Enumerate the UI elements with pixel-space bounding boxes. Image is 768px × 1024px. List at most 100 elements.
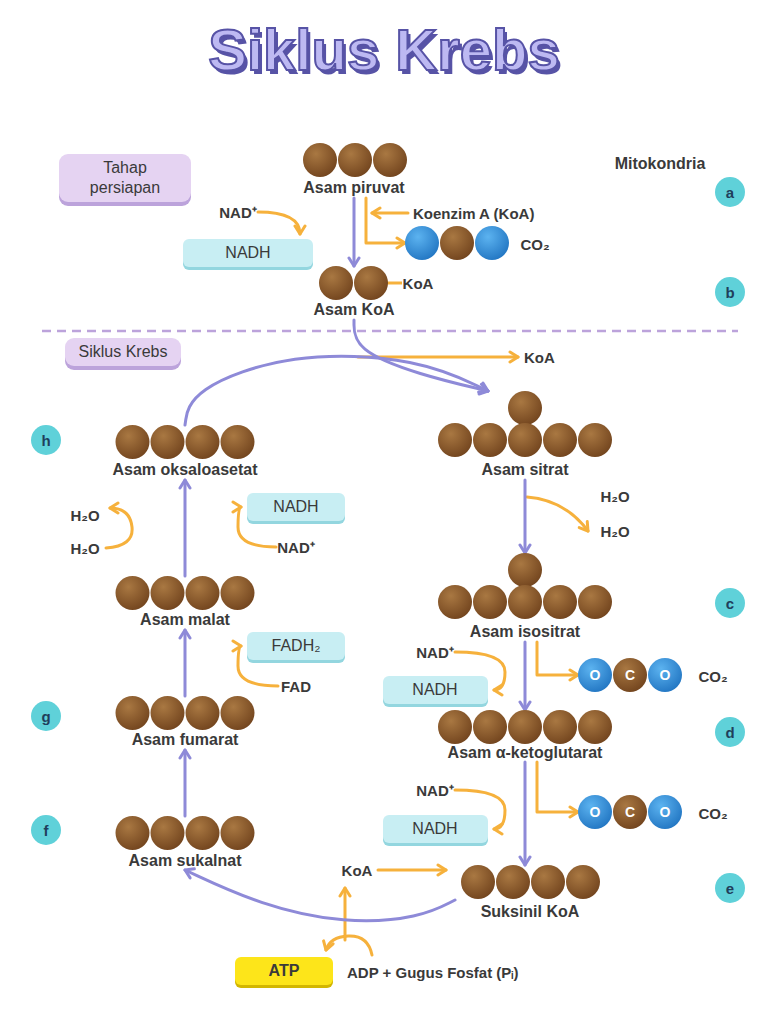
box-text: Siklus Krebs	[79, 343, 168, 360]
atom-ball	[116, 816, 150, 850]
molecule-name: Suksinil KoA	[481, 903, 580, 921]
cycle-arrow	[184, 750, 187, 816]
nad-arrow	[258, 212, 300, 234]
release-arrow	[537, 762, 578, 812]
text-label: ADP + Gugus Fosfat (Pᵢ)	[347, 964, 518, 981]
atom-ball	[116, 425, 150, 459]
atom-ball	[338, 143, 372, 177]
label-box: NADH	[383, 815, 488, 843]
step-letter-text: f	[44, 822, 49, 839]
atom-ball	[405, 226, 439, 260]
molecule-name: Asam sitrat	[481, 461, 568, 479]
molecule: Asam isositrat	[438, 553, 612, 642]
atom-ball	[578, 423, 612, 457]
step-letter-text: g	[41, 708, 50, 725]
atom-ball	[508, 553, 542, 587]
atom-ball	[543, 585, 577, 619]
cycle-arrow	[185, 870, 455, 921]
molecule: Asam piruvat	[300, 143, 408, 198]
molecule-name: KoA	[403, 275, 434, 292]
atom-ball	[221, 696, 255, 730]
label-box: NADH	[383, 676, 488, 704]
molecule: OCOCO₂	[578, 795, 738, 829]
label-box: FADH₂	[247, 632, 345, 660]
molecule-name: C	[625, 667, 635, 683]
atom-ball	[221, 576, 255, 610]
atom-ball	[116, 696, 150, 730]
cycle-arrow	[524, 762, 527, 865]
molecule-name: O	[660, 804, 671, 820]
step-letter-text: d	[725, 724, 734, 741]
molecule-name: Asam malat	[140, 611, 230, 629]
molecule: Asam fumarat	[110, 696, 260, 750]
molecule-name: Asam piruvat	[303, 179, 404, 197]
atp-arrow	[326, 936, 372, 955]
text-label: Koenzim A (KoA)	[413, 205, 534, 222]
atom-ball	[151, 425, 185, 459]
atom-ball	[186, 696, 220, 730]
molecule: Asam sitrat	[438, 391, 612, 480]
cycle-arrow	[524, 642, 527, 710]
cycle-arrow	[184, 630, 187, 696]
step-letter: f	[31, 815, 61, 845]
molecule: Suksinil KoA	[455, 865, 605, 922]
water-arrow	[106, 508, 132, 548]
text-label: Mitokondria	[615, 155, 706, 173]
text-label: FAD	[281, 678, 311, 695]
molecule: CO₂	[405, 226, 555, 260]
atom-ball	[566, 865, 600, 899]
molecule-name: CO₂	[698, 668, 727, 685]
atom-ball	[648, 795, 682, 829]
text-label: NAD⁺	[277, 537, 315, 557]
step-letter: h	[31, 425, 61, 455]
atom-ball	[578, 658, 612, 692]
box-text: NADH	[225, 244, 270, 261]
box-text: Tahap persiapan	[90, 159, 160, 196]
molecule-name: Asam isositrat	[470, 623, 580, 641]
atom-ball	[186, 425, 220, 459]
box-text: ATP	[269, 962, 300, 979]
atom-ball	[473, 423, 507, 457]
atom-ball	[508, 391, 542, 425]
box-text: NADH	[412, 681, 457, 698]
atom-ball	[440, 226, 474, 260]
text-label: H₂O	[70, 540, 99, 557]
atom-ball	[578, 585, 612, 619]
atom-ball	[373, 143, 407, 177]
step-letter: c	[715, 588, 745, 618]
atom-ball	[648, 658, 682, 692]
molecule-name: Asam sukalnat	[129, 852, 242, 870]
atom-ball	[221, 425, 255, 459]
step-letter-text: c	[726, 595, 734, 612]
step-letter-text: b	[725, 284, 734, 301]
box-text: NADH	[412, 820, 457, 837]
atom-ball	[151, 696, 185, 730]
box-text: NADH	[273, 498, 318, 515]
release-arrow	[366, 198, 405, 243]
step-letter-text: h	[41, 432, 50, 449]
atom-ball	[438, 585, 472, 619]
molecule-name: Asam fumarat	[132, 731, 239, 749]
atom-ball	[186, 576, 220, 610]
atom-ball	[613, 795, 647, 829]
koa-arrow	[378, 869, 446, 872]
molecule-name: Asam oksaloasetat	[113, 461, 258, 479]
molecule-name: O	[590, 667, 601, 683]
koa-arrow	[344, 888, 347, 940]
release-arrow	[537, 642, 578, 675]
atom-ball	[151, 816, 185, 850]
atom-ball	[319, 266, 353, 300]
atom-ball	[438, 423, 472, 457]
label-box: Siklus Krebs	[65, 338, 182, 366]
molecule: OCOCO₂	[578, 658, 738, 692]
text-label: KoA	[342, 862, 373, 879]
label-box: Tahap persiapan	[59, 154, 191, 202]
text-label: NAD⁺	[416, 642, 454, 662]
molecule-name: Asam KoA	[314, 301, 395, 319]
molecule-name: O	[590, 804, 601, 820]
atom-ball	[508, 585, 542, 619]
step-letter: d	[715, 717, 745, 747]
molecule-name: Asam α-ketoglutarat	[448, 744, 603, 762]
atom-ball	[543, 710, 577, 744]
atom-ball	[578, 795, 612, 829]
